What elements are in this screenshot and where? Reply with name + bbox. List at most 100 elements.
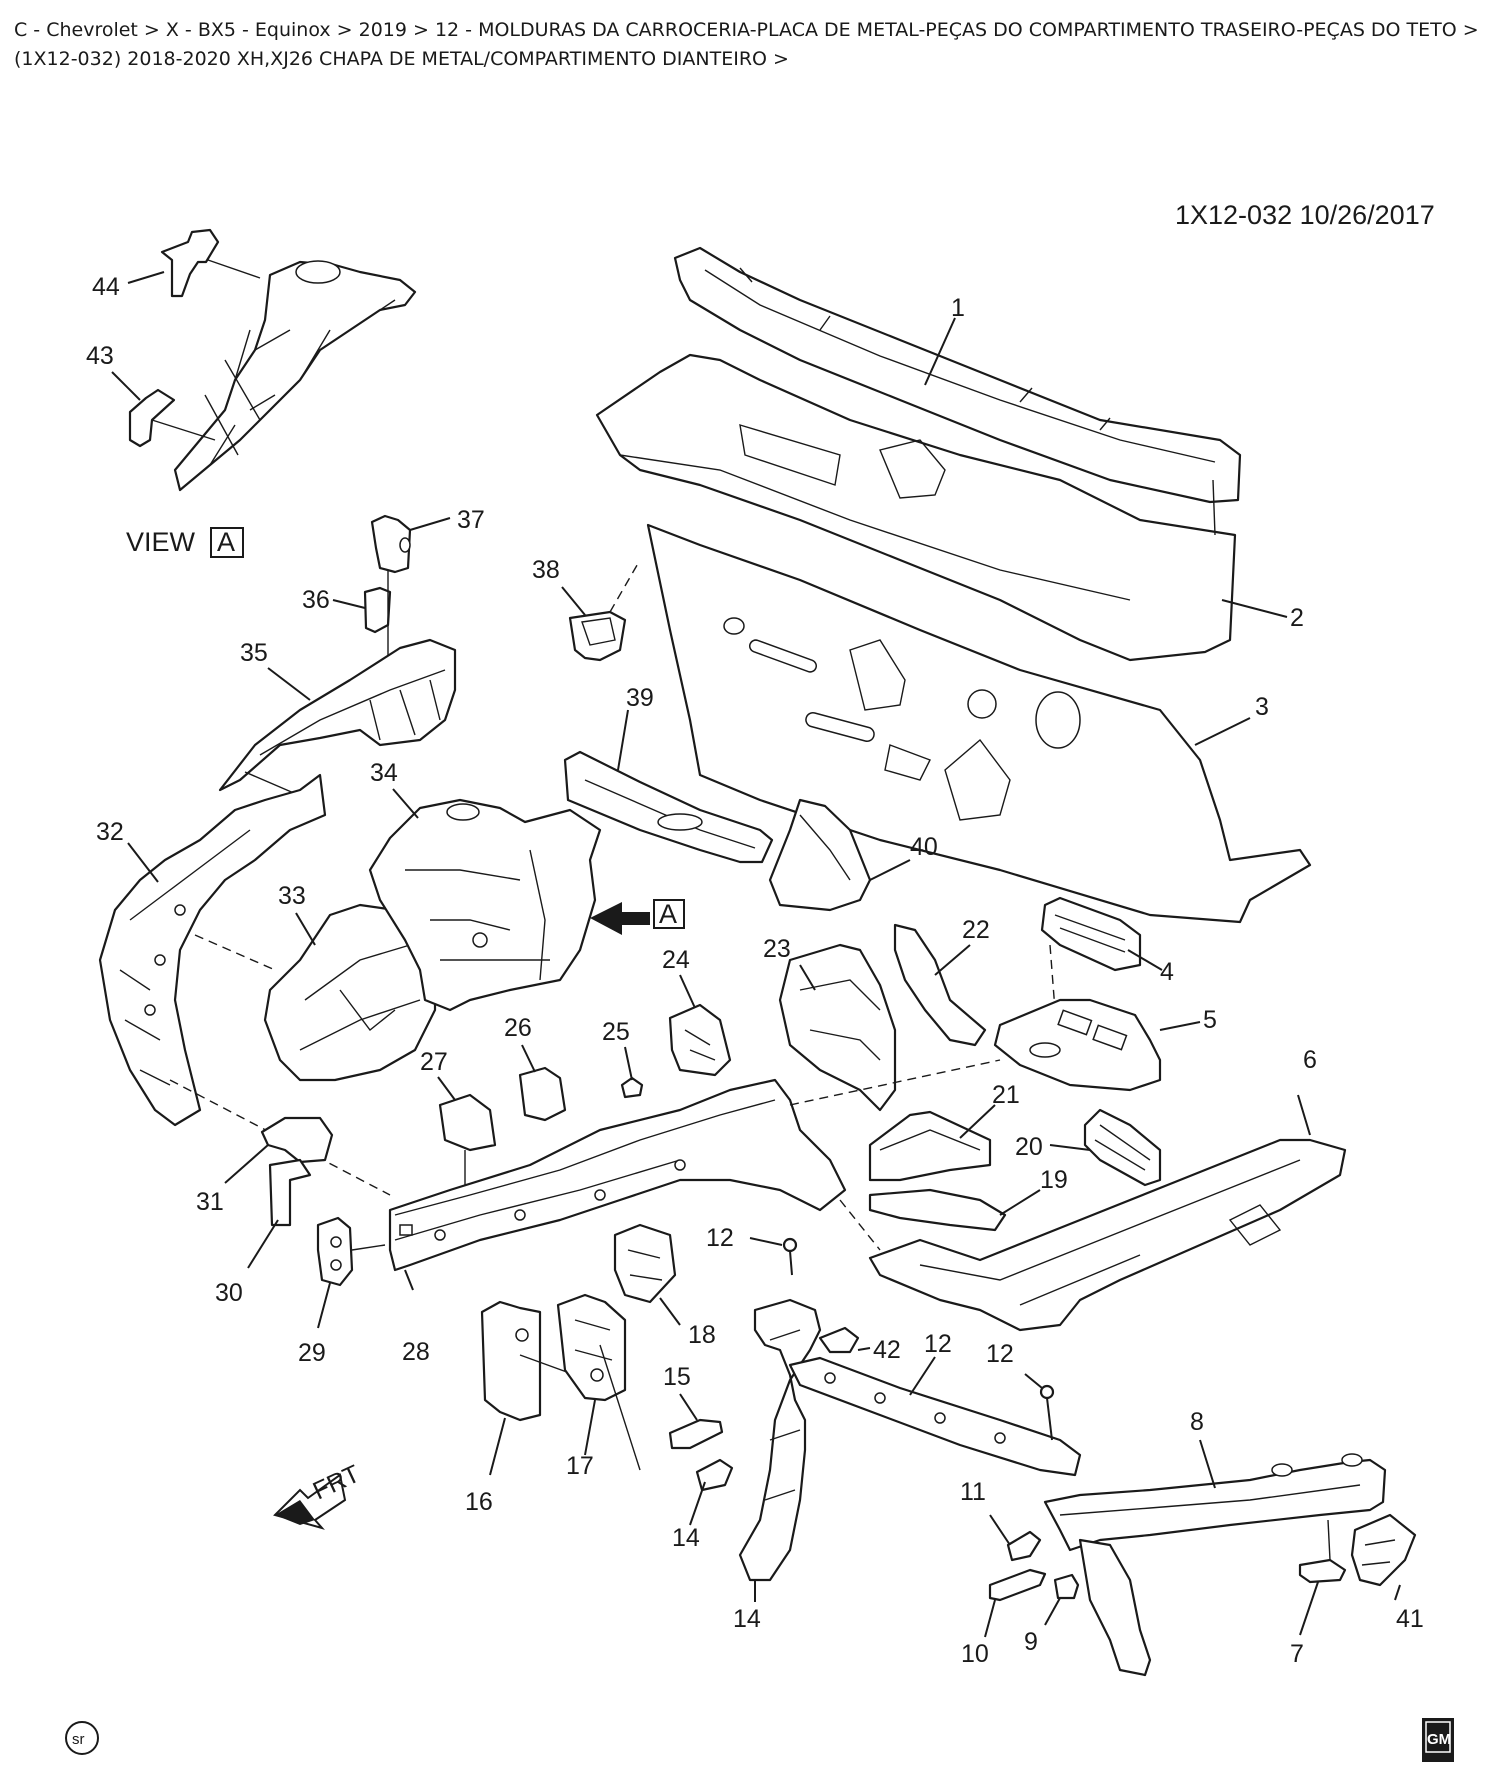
- part-32: [224, 1116, 334, 1184]
- part-10: [984, 1568, 1047, 1638]
- part-5: [993, 998, 1201, 1092]
- part-43: [818, 1326, 871, 1354]
- part-24: [778, 943, 897, 1112]
- callout-38: 37: [457, 506, 485, 534]
- part-6: [789, 1059, 1347, 1332]
- part-35: [368, 788, 602, 1012]
- callout-15: 14: [672, 1524, 700, 1552]
- callout-45: 44: [92, 273, 120, 301]
- callout-17: 16: [465, 1488, 493, 1516]
- callout-26: 25: [602, 1018, 630, 1046]
- part-20: [868, 1188, 1041, 1232]
- callout-7: 7: [1290, 1640, 1304, 1668]
- part-17: [480, 1300, 576, 1476]
- part-18: [556, 1293, 627, 1456]
- part-41: [768, 798, 911, 912]
- part-12-b: [1024, 1373, 1055, 1441]
- callout-9: 9: [1024, 1628, 1038, 1656]
- part-30: [316, 1216, 386, 1329]
- callout-1: 1: [951, 294, 965, 322]
- part-34: [194, 903, 437, 1082]
- callout-12-a: 12: [706, 1224, 734, 1252]
- part-11: [989, 1514, 1042, 1562]
- callout-5: 5: [1203, 1006, 1217, 1034]
- callout-13: 12: [924, 1330, 952, 1358]
- callout-11: 11: [960, 1478, 986, 1506]
- callout-29: 28: [402, 1338, 430, 1366]
- part-28: [437, 1076, 497, 1200]
- part-19: [613, 1223, 681, 1326]
- callout-14: 14: [733, 1605, 761, 1633]
- diagram-code-date: 1X12-032 10/26/2017: [1175, 200, 1435, 230]
- callout-12-b: 12: [986, 1340, 1014, 1368]
- callout-23: 22: [962, 916, 990, 944]
- part-1: [673, 246, 1242, 504]
- view-letter: A: [217, 527, 235, 557]
- part-4: [1040, 896, 1163, 1011]
- callout-32: 31: [196, 1188, 224, 1216]
- view-label: VIEW: [126, 527, 196, 557]
- part-9: [1044, 1573, 1080, 1626]
- callout-8: 8: [1190, 1408, 1204, 1436]
- callout-16: 15: [663, 1363, 691, 1391]
- view-a-detail: [173, 260, 417, 492]
- callout-25: 24: [662, 946, 690, 974]
- callout-21: 20: [1015, 1133, 1043, 1161]
- callout-35: 34: [370, 759, 398, 787]
- callout-2: 2: [1290, 604, 1304, 632]
- part-45: [127, 228, 261, 298]
- part-38: [370, 514, 451, 574]
- part-12-a: [749, 1237, 798, 1276]
- part-31: [247, 1158, 312, 1269]
- callout-10: 10: [961, 1640, 989, 1668]
- callout-34: 33: [278, 882, 306, 910]
- part-15: [599, 1344, 734, 1526]
- part-2: [595, 353, 1288, 662]
- callout-43: 42: [873, 1336, 901, 1364]
- part-44: [111, 371, 216, 448]
- part-33: [98, 773, 327, 1127]
- callout-28: 27: [420, 1048, 448, 1076]
- callout-22: 21: [992, 1081, 1020, 1109]
- part-40: [563, 709, 774, 864]
- callout-33: 32: [96, 818, 124, 846]
- part-26: [620, 1046, 644, 1099]
- svg-text:GM: GM: [1427, 1731, 1451, 1748]
- part-21: [1049, 1108, 1162, 1187]
- callout-31: 30: [215, 1279, 243, 1307]
- view-a-label: VIEW A: [126, 527, 244, 558]
- part-8: [1043, 1439, 1387, 1677]
- part-22: [868, 1104, 996, 1182]
- sr-logo: sr: [65, 1721, 99, 1755]
- breadcrumb: C - Chevrolet > X - BX5 - Equinox > 2019…: [14, 19, 1479, 70]
- callout-30: 29: [298, 1339, 326, 1367]
- callout-40: 39: [626, 684, 654, 712]
- callout-36: 35: [240, 639, 268, 667]
- part-7: [1298, 1519, 1347, 1636]
- callout-37: 36: [302, 586, 330, 614]
- callout-19: 18: [688, 1321, 716, 1349]
- arrow-letter: A: [659, 899, 677, 929]
- part-37: [332, 570, 392, 655]
- callout-24: 23: [763, 935, 791, 963]
- part-27: [518, 1044, 567, 1122]
- part-23: [893, 923, 987, 1047]
- callout-6: 6: [1303, 1046, 1317, 1074]
- part-16: [668, 1393, 724, 1450]
- callout-42: 41: [1396, 1605, 1424, 1633]
- callout-39: 38: [532, 556, 560, 584]
- svg-text:sr: sr: [72, 1731, 85, 1748]
- gm-logo: GM: [1422, 1718, 1454, 1762]
- callout-18: 17: [566, 1452, 594, 1480]
- front-direction-arrow: FRT: [273, 1460, 364, 1530]
- part-3: [646, 523, 1312, 924]
- view-arrow-a: A: [590, 899, 685, 935]
- part-29: [169, 1078, 847, 1291]
- part-14: [738, 1298, 822, 1602]
- part-13: [788, 1356, 1082, 1477]
- part-42: [1350, 1513, 1417, 1601]
- callout-27: 26: [504, 1014, 532, 1042]
- callout-20: 19: [1040, 1166, 1068, 1194]
- callout-3: 3: [1255, 693, 1269, 721]
